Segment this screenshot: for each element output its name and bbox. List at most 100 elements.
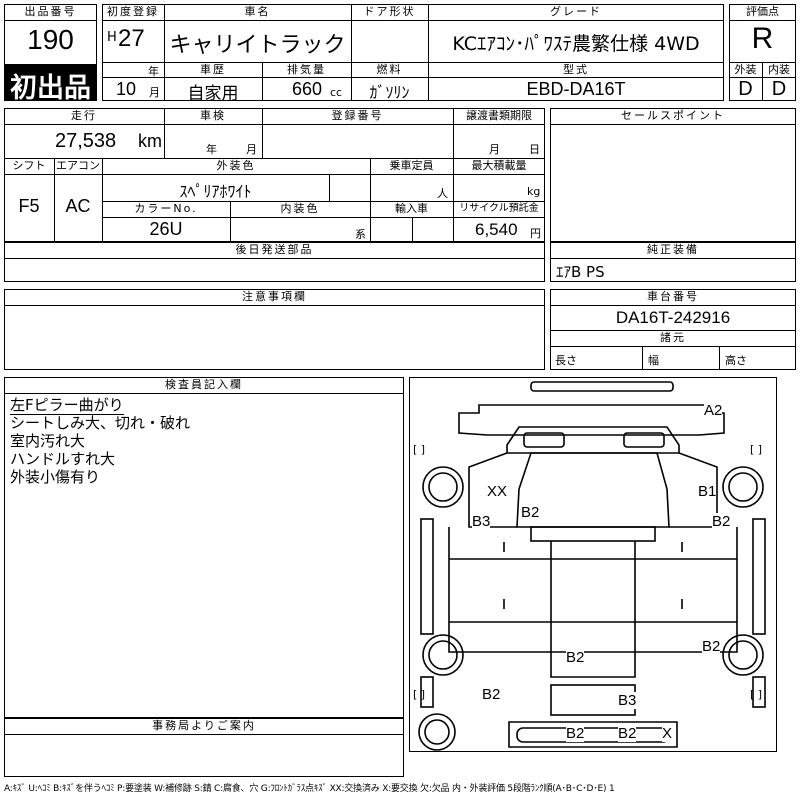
aircon-label: エアコン: [56, 159, 100, 172]
lot-number-box: [4, 4, 97, 65]
mileage: 27,538: [55, 130, 117, 152]
fuel-label: 燃料: [376, 63, 403, 76]
inspector-note-2: シートしみ大、切れ・破れ: [10, 414, 191, 432]
diagram-bracket-left: [ ]: [413, 443, 426, 456]
lot-number-label: 出品番号: [24, 5, 77, 18]
shift: F5: [18, 196, 40, 216]
grade-label: グレード: [550, 5, 602, 18]
first-registration-label: 初度登録: [107, 5, 159, 18]
aircon: AC: [65, 196, 91, 216]
inspector-note-4: ハンドルすれ大: [10, 450, 116, 468]
lot-number: 190: [27, 24, 74, 55]
score: R: [751, 22, 774, 55]
genuine-equipment: ｴｱB PS: [556, 263, 605, 281]
chassis-box: [550, 289, 796, 370]
mark-b2-bumper-1: B2: [566, 725, 585, 742]
inspection-month-unit: 月: [246, 143, 257, 156]
sales-point-box: [550, 108, 796, 242]
mark-b2-right: B2: [712, 513, 731, 530]
interior-color-unit: 系: [355, 228, 366, 241]
later-parts-label: 後日発送部品: [235, 243, 314, 256]
door-type-label: ドア形状: [363, 5, 416, 18]
displacement: 660: [292, 79, 323, 99]
mark-x-bumper: X: [662, 725, 673, 742]
genuine-equipment-label: 純正装備: [647, 243, 699, 256]
length-label: 長さ: [555, 354, 577, 367]
transfer-month-unit: 月: [489, 143, 500, 156]
mileage-label: 走行: [71, 109, 97, 122]
vehicle-details-grid: [4, 108, 545, 242]
width-label: 幅: [648, 354, 659, 367]
model-code: EBD-DA16T: [526, 79, 626, 99]
notes-box: [4, 289, 545, 370]
displacement-label: 排気量: [287, 63, 326, 76]
history: 自家用: [187, 84, 239, 104]
exterior-grade: D: [738, 78, 753, 100]
vehicle-diagram: [418, 381, 766, 751]
mark-b3-left: B3: [472, 513, 491, 530]
chassis-label: 車台番号: [647, 290, 699, 303]
height-label: 高さ: [725, 354, 747, 367]
month-unit: 月: [149, 86, 160, 99]
mark-b2-bumper-2: B2: [618, 725, 637, 742]
inspector-notes-label: 検査員記入欄: [165, 378, 243, 391]
first-listing-text: 初出品: [10, 73, 91, 104]
max-load-unit: kg: [527, 185, 541, 198]
mark-b2-cabin: B2: [566, 649, 585, 666]
model-label: 型式: [563, 63, 589, 76]
inspector-note-5: 外装小傷有り: [10, 468, 101, 486]
dimensions-label: 諸元: [660, 331, 686, 344]
mark-xx: XX: [487, 483, 508, 500]
diagram-bracket-rear-right: [ ]: [750, 688, 763, 701]
inspection-year-unit: 年: [206, 143, 217, 156]
diagram-bracket-rear-left: [ ]: [413, 688, 426, 701]
exterior-color: ｽﾍﾟﾘｱﾎﾜｲﾄ: [179, 182, 252, 201]
notes-label: 注意事項欄: [242, 290, 307, 303]
capacity-unit: 人: [437, 187, 448, 200]
score-label: 評価点: [746, 5, 779, 18]
registration-month: 10: [116, 79, 137, 99]
interior-color-label: 内装色: [280, 202, 320, 215]
capacity-label: 乗車定員: [389, 159, 434, 172]
exterior-grade-label: 外装: [734, 63, 757, 76]
import-label: 輸入車: [395, 202, 428, 215]
mark-b2-rear-right: B2: [702, 638, 721, 655]
inspection-label: 車検: [200, 109, 226, 122]
header-grid: [102, 4, 724, 101]
chassis-number: DA16T-242916: [615, 308, 731, 327]
legend: A:ｷｽﾞ U:ﾍｺﾐ B:ｷｽﾞを伴うﾍｺﾐ P:要塗装 W:補修跡 S:錆 …: [4, 784, 615, 794]
color-number: 26U: [149, 219, 183, 239]
diagram-bracket-right: [ ]: [750, 443, 763, 456]
interior-grade: D: [771, 78, 787, 100]
inspector-note-1: 左Fピラー曲がり: [10, 396, 124, 415]
exterior-color-label: 外装色: [216, 159, 256, 172]
recycle-fee-label: リサイクル預託金: [459, 203, 539, 214]
color-number-label: カラーNo.: [134, 202, 198, 215]
grade: KCｴｱｺﾝ･ﾊﾟﾜｽﾃ農繁仕様 4WD: [452, 33, 700, 55]
era-prefix: H: [107, 30, 117, 45]
genuine-equipment-box: [550, 242, 796, 282]
later-parts-box: [4, 242, 545, 282]
year-unit: 年: [148, 65, 159, 78]
recycle-fee-unit: 円: [530, 227, 541, 240]
interior-grade-label: 内装: [768, 63, 790, 76]
recycle-fee: 6,540: [475, 220, 518, 239]
registration-number-label: 登録番号: [331, 109, 384, 122]
damage-diagram-box: [409, 377, 777, 752]
transfer-deadline-label: 譲渡書類期限: [466, 109, 532, 122]
mark-a2: A2: [704, 402, 723, 419]
first-listing-badge: [4, 65, 97, 101]
inspector-note-3: 室内汚れ大: [10, 432, 86, 450]
office-info-box: [4, 718, 404, 777]
mileage-unit: km: [138, 131, 162, 151]
history-label: 車歴: [200, 63, 226, 76]
sales-point-label: セールスポイント: [621, 109, 725, 122]
car-name-label: 車名: [244, 5, 271, 18]
mark-b2-rear-left: B2: [482, 686, 501, 703]
shift-label: シフト: [12, 159, 46, 172]
transfer-day-unit: 日: [529, 143, 540, 156]
max-load-label: 最大積載量: [471, 159, 527, 172]
inspector-notes-box: [4, 377, 404, 718]
displacement-unit: cc: [330, 86, 343, 99]
car-name: キャリイトラック: [169, 33, 346, 58]
